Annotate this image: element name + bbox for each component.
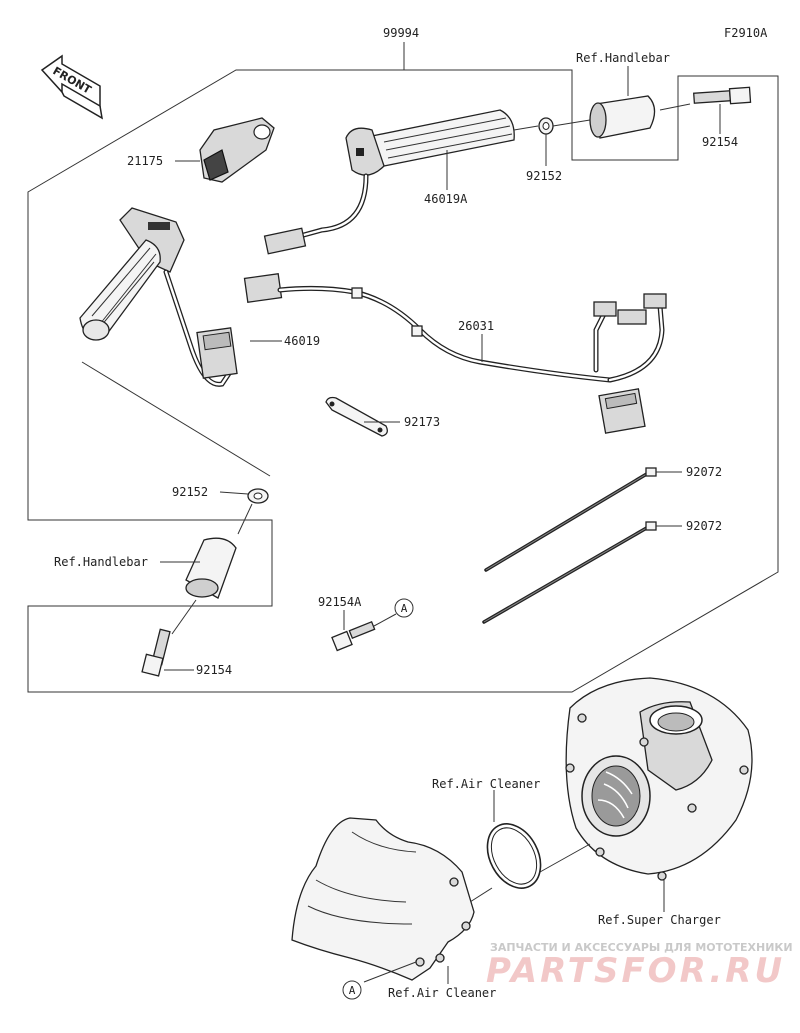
label-92152-top: 92152 [526,169,562,183]
bar-end-weight-top [589,95,656,139]
callout-a-bottom-circle [342,980,362,1000]
clamp-92173 [325,396,388,437]
label-ref-super-charger: Ref.Super Charger [598,913,721,927]
label-92154-left: 92154 [196,663,232,677]
harness-26031 [243,273,667,434]
label-26031: 26031 [458,319,494,333]
label-92173: 92173 [404,415,440,429]
label-99994: 99994 [383,26,419,40]
o-ring [486,823,542,889]
super-charger [565,677,753,881]
callout-a-bottom: A [349,984,356,997]
callout-a-top-circle [394,598,414,618]
switch-21175 [199,117,275,183]
cable-tie-92072-a [484,467,657,572]
label-92154A: 92154A [318,595,362,609]
air-cleaner-housing [291,817,475,981]
label-92154-top: 92154 [702,135,738,149]
figure-id: F2910A [724,26,768,40]
label-92072-b: 92072 [686,519,722,533]
bar-end-weight-left [185,537,237,599]
right-grip-46019A [345,109,515,176]
label-21175: 21175 [127,154,163,168]
label-ref-handlebar-left: Ref.Handlebar [54,555,148,569]
label-92152-left: 92152 [172,485,208,499]
leader-92152-left [219,491,249,495]
label-ref-air-cleaner-top: Ref.Air Cleaner [432,777,540,791]
label-92072-a: 92072 [686,465,722,479]
left-grip-46019 [79,207,185,341]
label-46019A: 46019A [424,192,468,206]
label-ref-air-cleaner-bottom: Ref.Air Cleaner [388,986,496,1000]
bolt-92154-top [693,86,752,105]
label-46019: 46019 [284,334,320,348]
watermark-tagline: ЗАПЧАСТИ И АКСЕССУАРЫ ДЛЯ МОТОТЕХНИКИ [490,941,793,954]
front-arrow-icon: FRONT [40,54,104,120]
connector-46019 [196,327,238,379]
cable-tie-92072-b [482,521,657,624]
callout-a-top: A [401,602,408,615]
watermark-brand: PARTSFOR.RU [486,951,785,991]
bolt-92154-left [141,628,171,677]
connector-46019A [263,227,307,255]
label-ref-handlebar-top: Ref.Handlebar [576,51,670,65]
bolt-92154A [331,620,376,652]
kit-outline [27,69,779,693]
